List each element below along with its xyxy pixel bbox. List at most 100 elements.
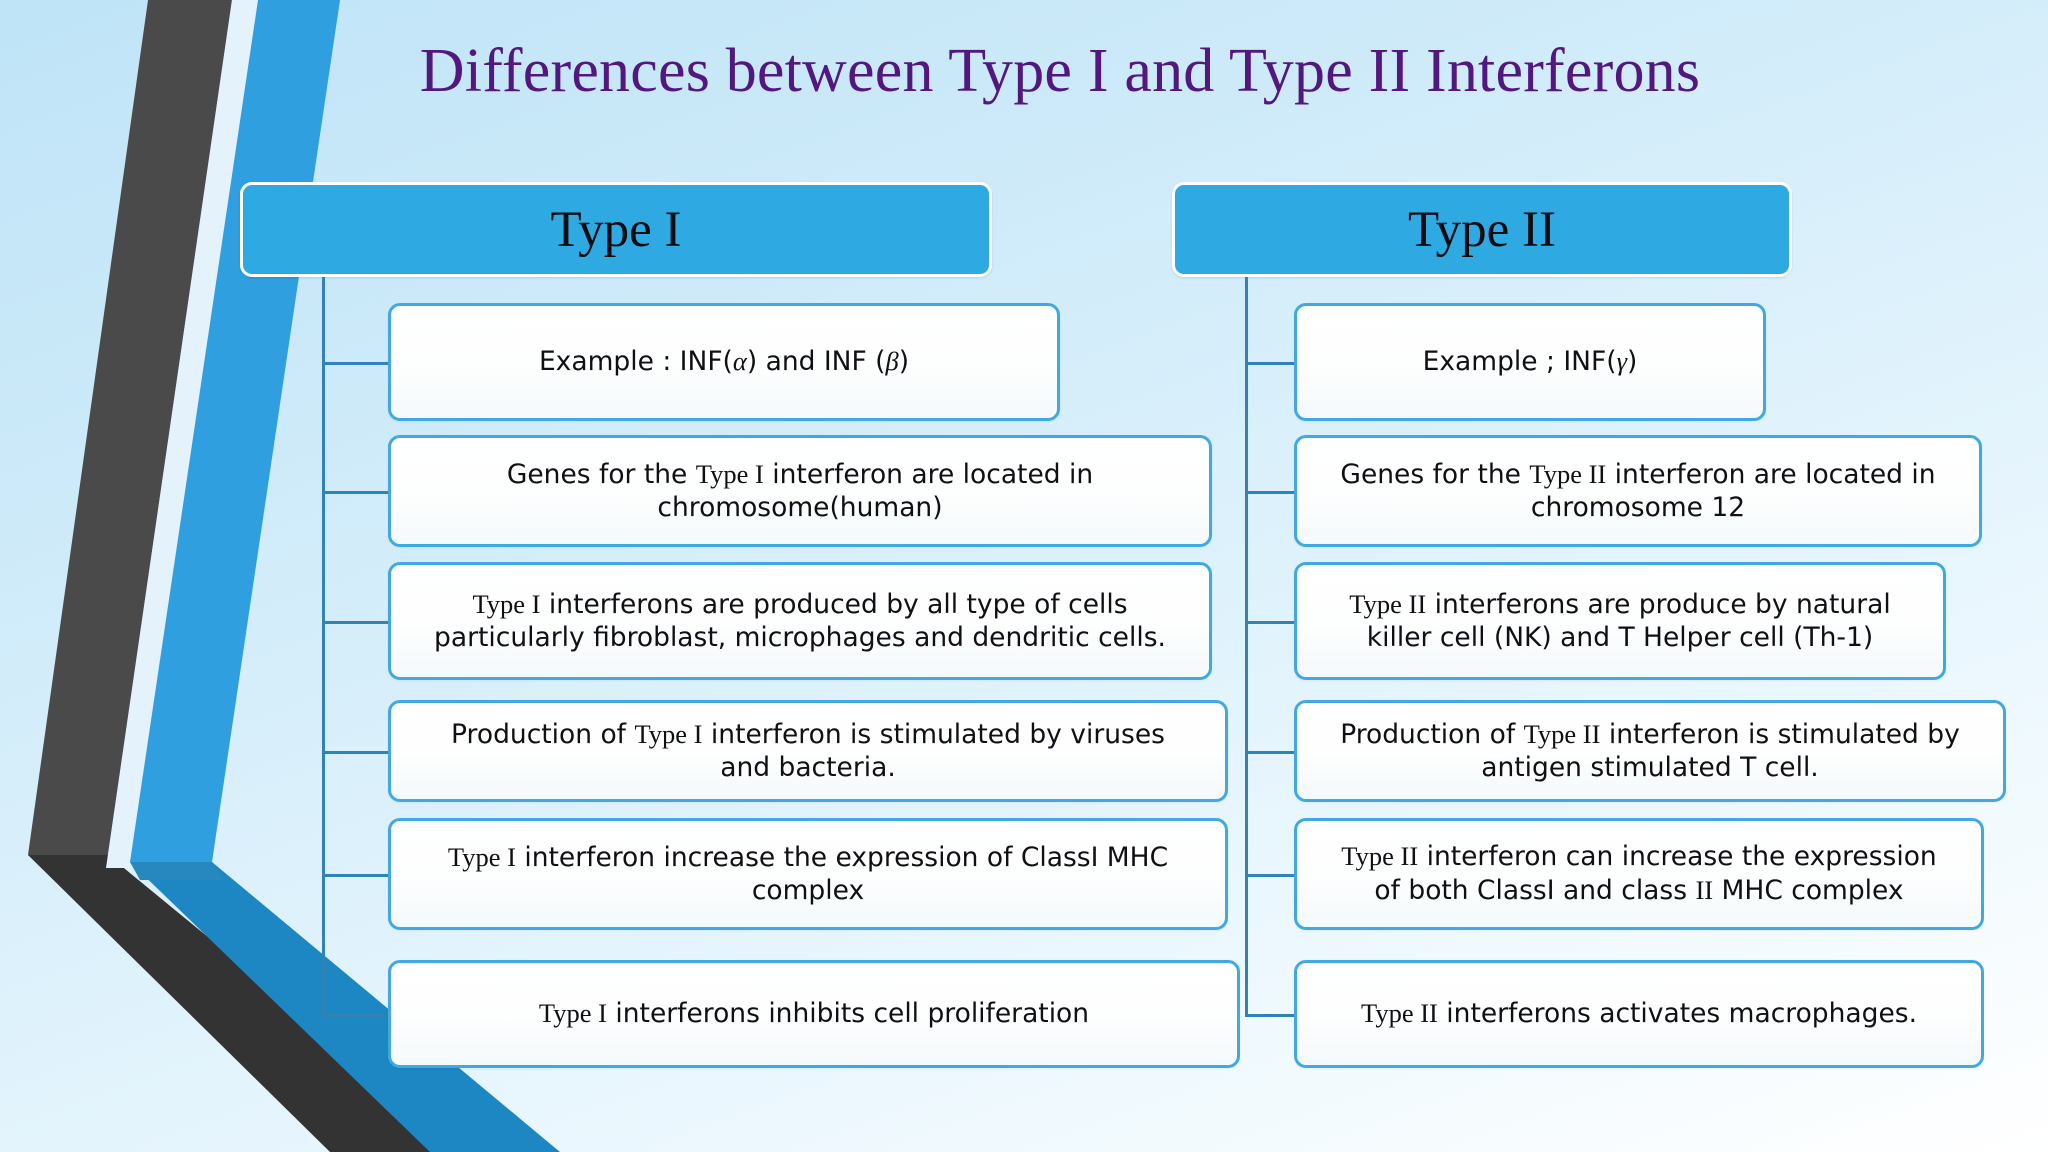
text-run: β: [885, 346, 899, 377]
tree-connector: [1245, 621, 1294, 624]
node-line: Genes for the Type I interferon are loca…: [507, 458, 1093, 492]
tree-connector: [322, 1014, 388, 1017]
column-type-ii: Type II: [1172, 182, 1792, 277]
text-run: Type I: [447, 841, 516, 872]
text-run: Type I: [634, 718, 703, 749]
column-type-i: Type I: [240, 182, 992, 277]
node-type-i-mhc[interactable]: Type I interferon increase the expressio…: [388, 818, 1228, 930]
node-type-ii-mhc[interactable]: Type II interferon can increase the expr…: [1294, 818, 1984, 930]
node-text: Type II interferons are produce by natur…: [1349, 588, 1890, 655]
tree-connector: [1245, 751, 1294, 754]
node-type-ii-production[interactable]: Production of Type II interferon is stim…: [1294, 700, 2006, 802]
text-run: ): [1627, 346, 1638, 378]
node-text: Genes for the Type I interferon are loca…: [507, 458, 1093, 525]
tree-trunk-type-ii: [1245, 277, 1248, 1014]
text-run: Genes for the: [506, 458, 696, 490]
text-run: killer cell (NK) and T Helper cell (Th-1…: [1366, 621, 1874, 653]
text-run: γ: [1616, 346, 1628, 377]
text-run: interferon is stimulated by viruses: [702, 718, 1165, 750]
node-type-ii-genes[interactable]: Genes for the Type II interferon are loc…: [1294, 435, 1982, 547]
node-text: Genes for the Type II interferon are loc…: [1340, 458, 1935, 525]
text-run: Type II: [1341, 841, 1419, 872]
text-run: interferon are located in: [763, 458, 1094, 490]
text-run: interferon increase the expression of Cl…: [515, 841, 1169, 873]
text-run: complex: [751, 874, 865, 906]
node-line: Genes for the Type II interferon are loc…: [1340, 458, 1935, 492]
node-line: Production of Type I interferon is stimu…: [451, 718, 1165, 752]
ribbon-dark-upper: [28, 0, 232, 855]
node-type-i-produced-by[interactable]: Type I interferons are produced by all t…: [388, 562, 1212, 680]
node-line: Example : INF(α) and INF (β): [539, 345, 909, 379]
text-run: interferons are produced by all type of …: [540, 588, 1128, 620]
node-line: Type II interferon can increase the expr…: [1341, 840, 1936, 874]
text-run: α: [732, 346, 747, 377]
text-run: interferons activates macrophages.: [1437, 998, 1917, 1030]
tree-connector: [322, 491, 388, 494]
text-run: and bacteria.: [720, 751, 896, 783]
text-run: Type I: [538, 998, 607, 1029]
ribbon-gap: [106, 0, 258, 868]
text-run: MHC complex: [1713, 875, 1904, 906]
node-type-ii-produced-by[interactable]: Type II interferons are produce by natur…: [1294, 562, 1946, 680]
node-text: Type II interferons activates macrophage…: [1361, 997, 1917, 1031]
node-text: Example : INF(α) and INF (β): [539, 345, 909, 379]
column-header-type-i[interactable]: Type I: [240, 182, 992, 277]
text-run: interferon are located in: [1606, 458, 1936, 490]
text-run: Type II: [1529, 458, 1607, 489]
node-line: killer cell (NK) and T Helper cell (Th-1…: [1349, 622, 1890, 655]
node-text: Production of Type I interferon is stimu…: [451, 718, 1165, 785]
text-run: chromosome 12: [1530, 491, 1746, 523]
node-type-ii-example[interactable]: Example ; INF(γ): [1294, 303, 1766, 421]
text-run: Genes for the: [1340, 458, 1530, 490]
node-line: Type I interferons are produced by all t…: [434, 588, 1166, 622]
text-run: Type I: [472, 588, 541, 619]
node-text: Type I interferons inhibits cell prolife…: [539, 997, 1089, 1031]
node-line: Production of Type II interferon is stim…: [1340, 718, 1960, 752]
node-type-i-proliferation[interactable]: Type I interferons inhibits cell prolife…: [388, 960, 1240, 1068]
text-run: interferon is stimulated by: [1600, 718, 1960, 750]
column-header-type-ii[interactable]: Type II: [1172, 182, 1792, 277]
tree-connector: [322, 751, 388, 754]
node-type-i-production[interactable]: Production of Type I interferon is stimu…: [388, 700, 1228, 802]
tree-connector: [1245, 874, 1294, 877]
text-run: Production of: [451, 718, 635, 750]
text-run: Example : INF(: [538, 346, 733, 378]
tree-connector: [1245, 362, 1294, 365]
text-run: of both ClassI and class: [1374, 875, 1696, 906]
node-text: Production of Type II interferon is stim…: [1340, 718, 1960, 785]
node-line: Type II interferons are produce by natur…: [1349, 588, 1890, 622]
node-line: complex: [448, 875, 1168, 908]
text-run: Production of: [1340, 718, 1524, 750]
text-run: interferons are produce by natural: [1426, 588, 1891, 620]
node-type-ii-macrophages[interactable]: Type II interferons activates macrophage…: [1294, 960, 1984, 1068]
tree-connector: [1245, 1014, 1294, 1017]
node-line: Type I interferons inhibits cell prolife…: [539, 997, 1089, 1031]
page-title: Differences between Type I and Type II I…: [419, 37, 1701, 105]
text-run: interferons inhibits cell proliferation: [606, 998, 1090, 1030]
node-line: Type I interferon increase the expressio…: [448, 841, 1168, 875]
node-text: Type I interferon increase the expressio…: [448, 841, 1168, 908]
text-run: chromosome(human): [657, 491, 943, 523]
tree-connector: [322, 362, 388, 365]
tree-connector: [322, 621, 388, 624]
node-line: chromosome(human): [507, 492, 1093, 525]
node-type-i-example[interactable]: Example : INF(α) and INF (β): [388, 303, 1060, 421]
tree-trunk-type-i: [322, 277, 325, 1014]
node-line: Example ; INF(γ): [1423, 345, 1638, 379]
text-run: Type II: [1349, 588, 1427, 619]
text-run: interferon can increase the expression: [1418, 841, 1937, 873]
node-text: Type I interferons are produced by all t…: [434, 588, 1166, 655]
text-run: Type II: [1361, 998, 1438, 1029]
node-line: antigen stimulated T cell.: [1340, 752, 1960, 785]
node-text: Example ; INF(γ): [1423, 345, 1638, 379]
node-line: particularly fibroblast, microphages and…: [434, 622, 1166, 655]
node-line: and bacteria.: [451, 752, 1165, 785]
node-text: Type II interferon can increase the expr…: [1341, 840, 1936, 908]
node-type-i-genes[interactable]: Genes for the Type I interferon are loca…: [388, 435, 1212, 547]
text-run: particularly fibroblast, microphages and…: [434, 621, 1166, 653]
text-run: ): [898, 346, 910, 378]
text-run: antigen stimulated T cell.: [1481, 751, 1819, 783]
node-line: of both ClassI and class II MHC complex: [1341, 874, 1936, 908]
ribbon-blue-upper: [130, 0, 340, 862]
